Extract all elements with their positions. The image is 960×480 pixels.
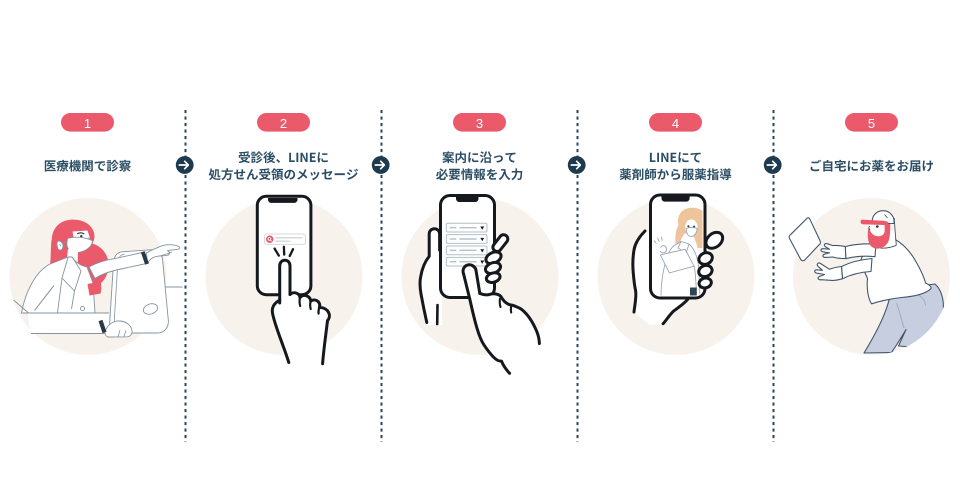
svg-text:5: 5 <box>868 116 875 131</box>
svg-text:2: 2 <box>280 116 287 131</box>
svg-text:1: 1 <box>84 116 91 131</box>
svg-text:3: 3 <box>476 116 483 131</box>
svg-text:4: 4 <box>672 116 679 131</box>
